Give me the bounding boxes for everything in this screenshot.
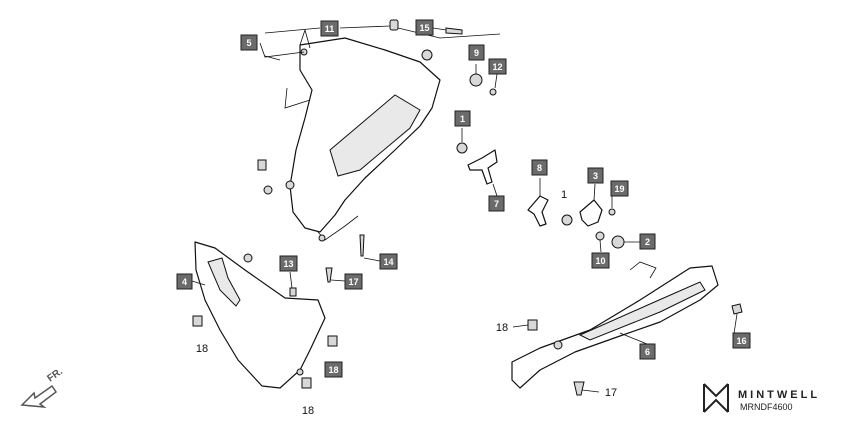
front-label: FR. [45,366,65,384]
svg-text:19: 19 [614,184,624,194]
svg-text:11: 11 [325,24,335,34]
callout-1: 1 [454,110,471,127]
callout-13: 13 [279,255,298,272]
svg-text:1: 1 [460,114,465,124]
callout-12: 12 [488,58,507,75]
bracket-3 [561,199,616,227]
brand-name: MINTWELL [738,389,820,401]
label-1: 1 [561,189,567,201]
svg-text:10: 10 [595,256,605,266]
svg-text:15: 15 [419,23,429,33]
callout-4: 4 [176,273,193,290]
under-cowl [511,261,719,389]
lower-side-cowl [194,241,326,389]
callout-14: 14 [379,253,398,270]
bracket-7 [456,142,498,185]
svg-text:9: 9 [474,48,479,58]
label-18-left: 18 [196,343,208,355]
callout-2: 2 [639,233,656,250]
callout-10: 10 [591,252,610,269]
callout-8: 8 [531,159,548,176]
svg-text:14: 14 [383,257,393,267]
svg-text:12: 12 [492,62,502,72]
label-17-bottom: 17 [605,387,617,399]
label-18-bottom: 18 [302,405,314,417]
callout-7: 7 [488,195,505,212]
brand-watermark: MINTWELL MRNDF4600 [703,383,820,413]
front-direction-marker: FR. [20,366,65,408]
callout-16: 16 [732,332,751,349]
svg-text:13: 13 [283,259,293,269]
callout-17: 17 [344,273,363,290]
svg-text:2: 2 [645,237,650,247]
callout-18: 18 [324,361,343,378]
svg-text:8: 8 [537,163,542,173]
svg-text:4: 4 [182,277,187,287]
callout-11: 11 [320,20,339,37]
callout-19: 19 [610,180,629,197]
brand-logo-icon [703,383,729,413]
label-18-right: 18 [496,322,508,334]
svg-text:7: 7 [494,199,499,209]
bracket-8 [527,195,549,227]
front-arrow-icon [20,384,58,408]
callout-3: 3 [587,167,604,184]
callout-9: 9 [468,44,485,61]
svg-text:3: 3 [593,171,598,181]
svg-text:18: 18 [328,365,338,375]
diagram-code: MRNDF4600 [740,402,793,412]
svg-text:17: 17 [348,277,358,287]
callout-6: 6 [639,343,656,360]
svg-text:5: 5 [246,38,251,48]
svg-text:16: 16 [736,336,746,346]
callout-5: 5 [240,34,258,51]
callout-15: 15 [415,19,434,36]
leader-lines [191,25,738,393]
upper-fairing-panel [284,28,441,242]
svg-text:6: 6 [645,347,650,357]
